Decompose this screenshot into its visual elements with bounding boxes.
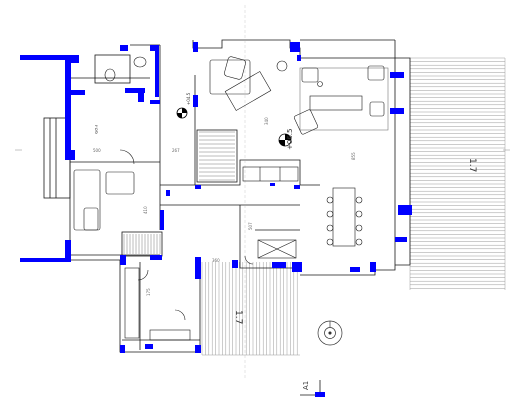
dimension-label: 340 [264, 117, 269, 125]
section-mark: A1 [302, 381, 310, 390]
armchair-icon [367, 65, 385, 81]
outline-lines [20, 5, 411, 396]
dimension-label: 410 [143, 206, 148, 214]
terrace-deck-bottom [201, 262, 300, 356]
stair-hatching [123, 131, 235, 254]
terrace-bottom-label: 1.7 [233, 310, 243, 324]
armchair-icon [293, 109, 319, 135]
dimension-label: 500 [93, 148, 101, 153]
level-label-small: +04.5 [186, 92, 191, 105]
walls [20, 42, 412, 397]
toilet-icon [104, 56, 147, 82]
armchair-icon [301, 67, 319, 83]
dimension-label: 267 [172, 148, 180, 153]
armchair-icon [224, 56, 246, 80]
level-marker-icon [278, 133, 292, 147]
wc-room-label: פטיו [93, 125, 99, 134]
armchair-icon [369, 101, 385, 117]
dimension-label: 507 [248, 222, 253, 230]
level-marker-icon [176, 107, 188, 119]
dimension-label: 855 [351, 152, 356, 160]
sofa-icon [73, 169, 135, 231]
dining-table-icon [326, 187, 363, 247]
north-arrow-icon [317, 320, 343, 346]
terrace-deck-right [409, 57, 506, 290]
dimension-label: 175 [146, 288, 151, 296]
terrace-right-label: 1.7 [467, 158, 477, 172]
furniture [73, 56, 389, 341]
level-label: +06.5 [286, 129, 294, 150]
dimension-label: 360 [212, 258, 220, 263]
